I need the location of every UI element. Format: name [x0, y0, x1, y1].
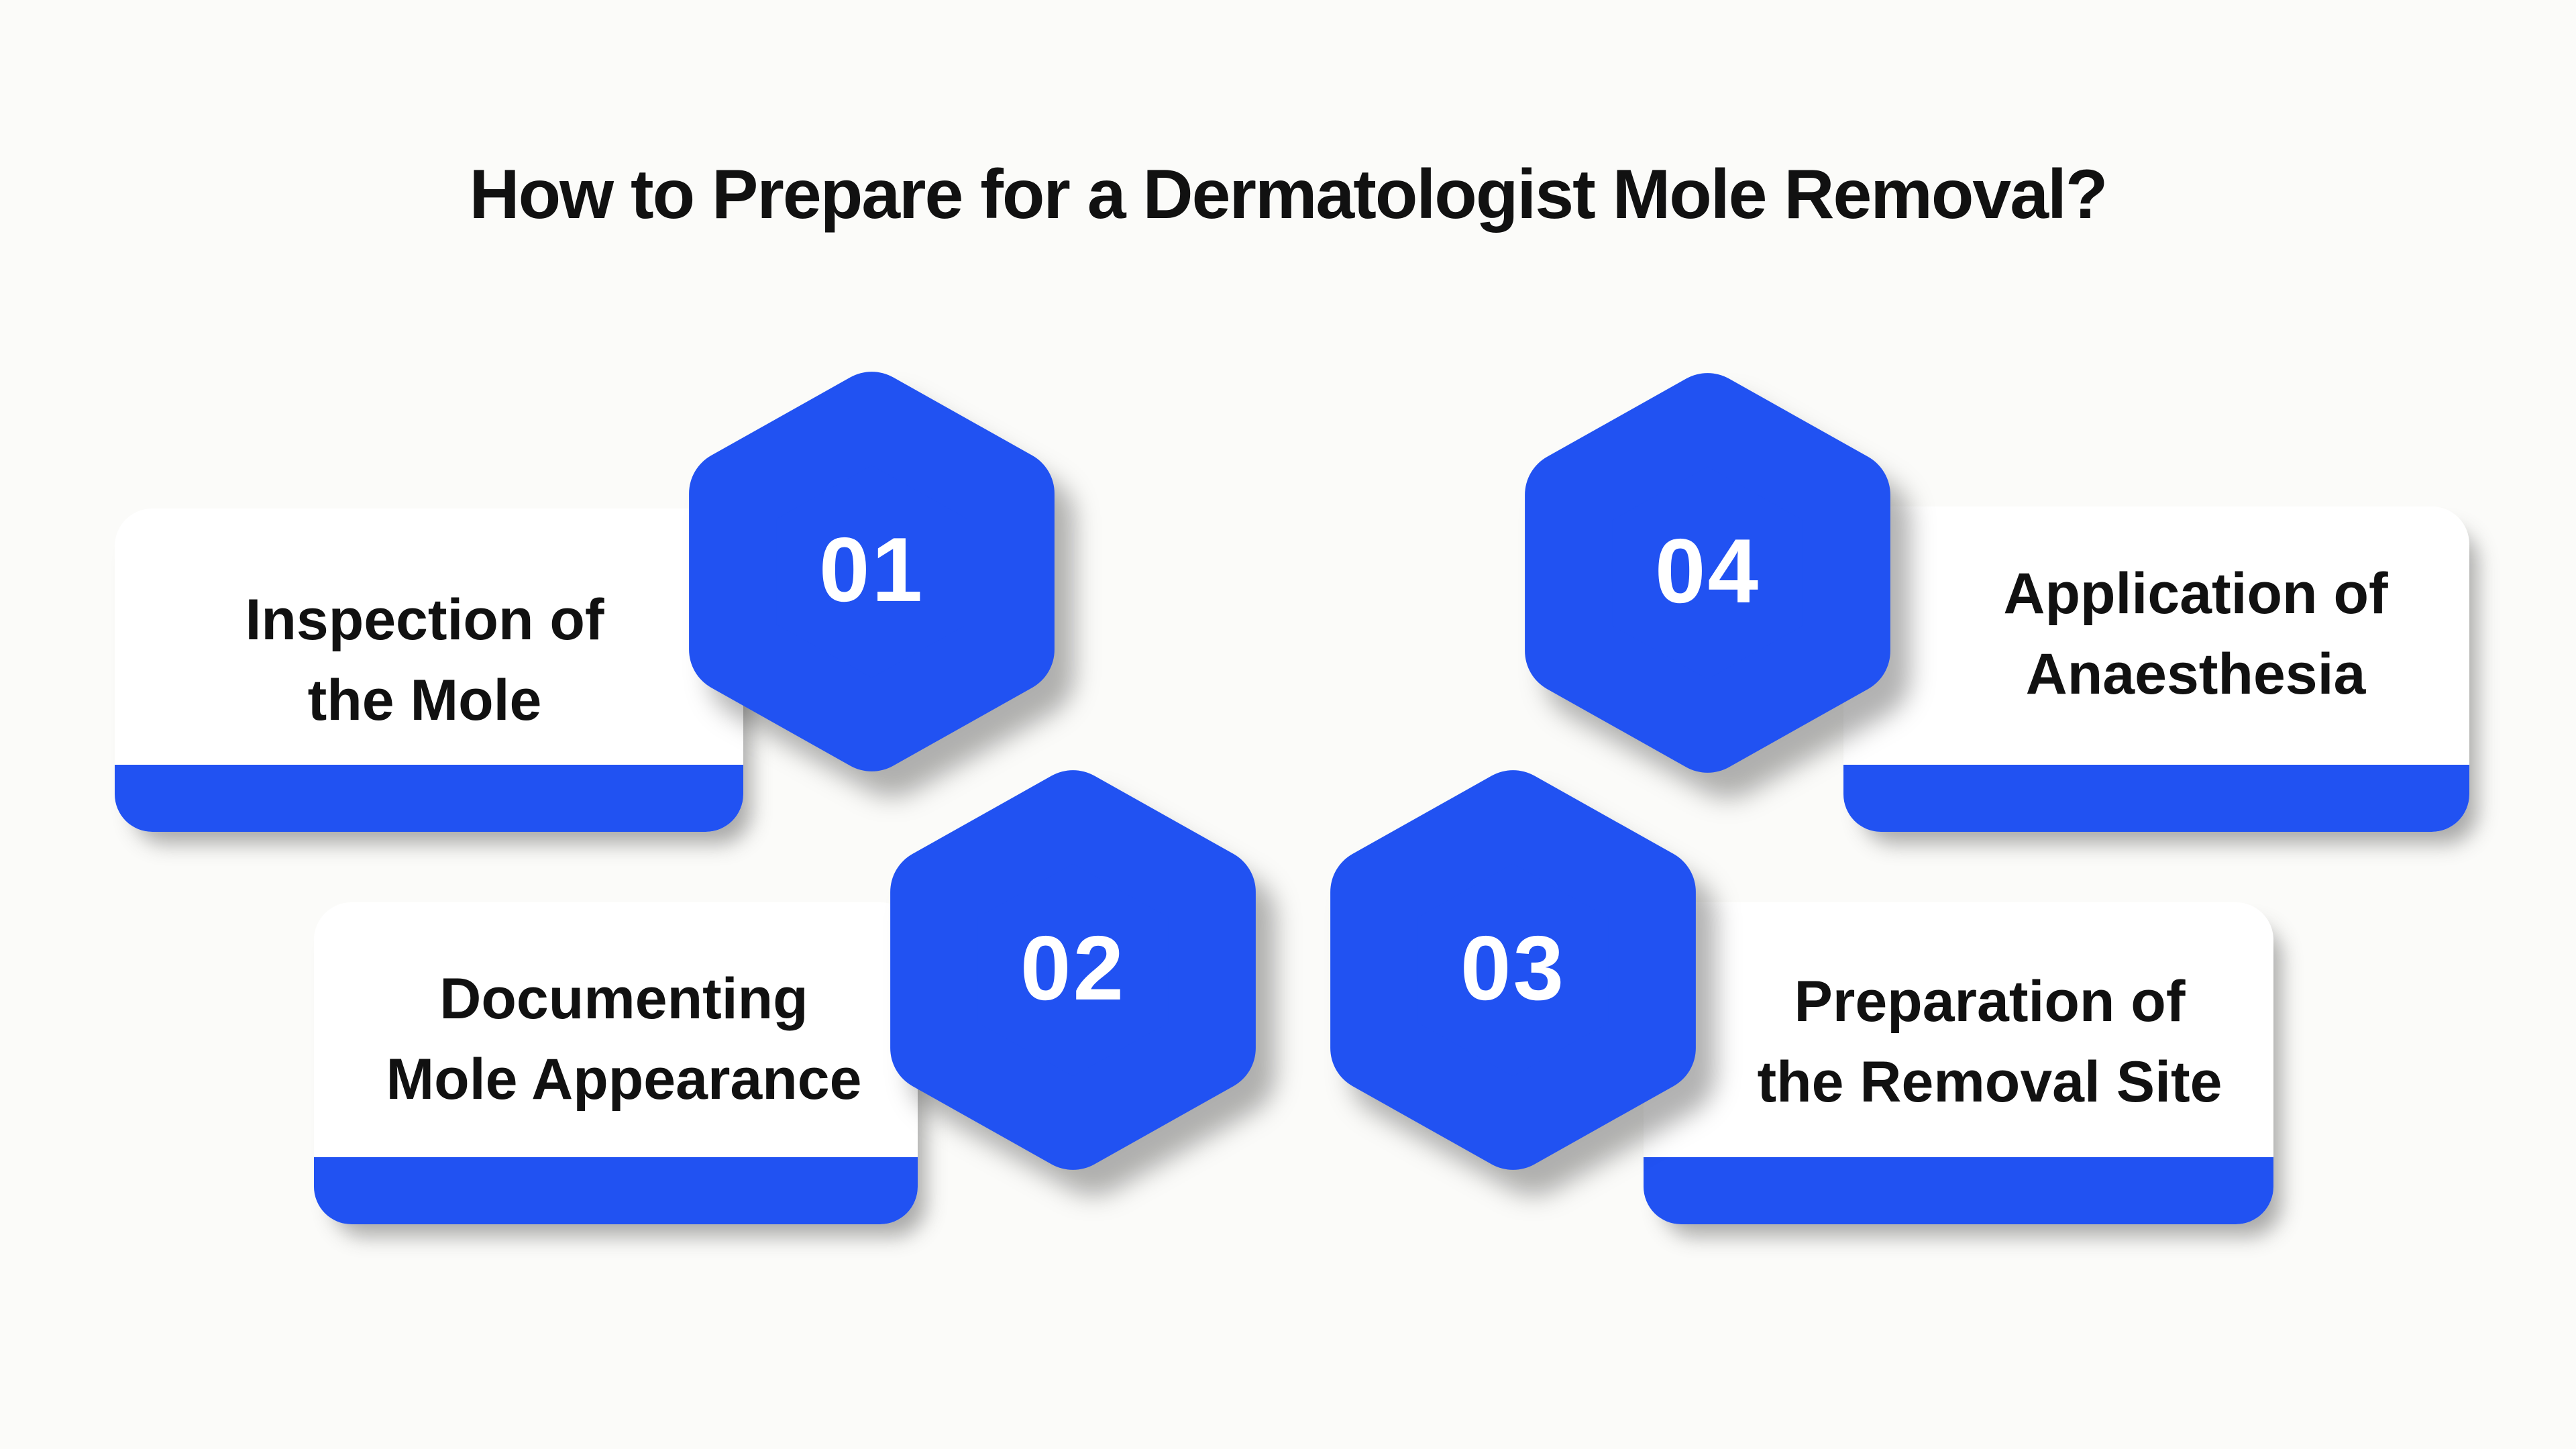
step-card-1 [115, 508, 743, 832]
hexagon-shape-icon [890, 770, 1256, 1170]
step-label-1: Inspection of the Mole [129, 580, 720, 741]
step-number-3: 03 [1460, 916, 1566, 1019]
step-hexagon-4: 04 [1525, 368, 1890, 778]
step-hexagon-2: 02 [890, 765, 1256, 1175]
step-number-1: 01 [818, 518, 925, 621]
step-label-1-line-1: Inspection of [245, 588, 604, 652]
step-hexagon-1: 01 [689, 366, 1055, 777]
step-label-3: Preparation of the Removal Site [1713, 961, 2267, 1122]
step-label-3-line-2: the Removal Site [1757, 1050, 2222, 1114]
step-card-2 [314, 902, 918, 1224]
step-label-2-line-1: Documenting [439, 967, 808, 1031]
step-label-4-line-1: Application of [2003, 561, 2388, 626]
step-label-1-line-2: the Mole [307, 668, 542, 733]
hexagon-shape-icon [1525, 373, 1890, 773]
page-title: How to Prepare for a Dermatologist Mole … [469, 156, 2108, 233]
step-number-4: 04 [1654, 519, 1761, 622]
step-accent-bar-3 [1644, 1157, 2273, 1224]
step-hexagon-3: 03 [1330, 765, 1696, 1175]
step-card-3 [1644, 902, 2273, 1224]
step-label-4-line-2: Anaesthesia [2025, 642, 2366, 706]
step-label-2-line-2: Mole Appearance [386, 1047, 862, 1112]
hexagon-shape-icon [689, 372, 1055, 771]
step-label-3-line-1: Preparation of [1794, 969, 2186, 1034]
step-accent-bar-4 [1843, 765, 2469, 832]
step-label-2: Documenting Mole Appearance [314, 959, 934, 1120]
step-accent-bar-1 [115, 765, 743, 832]
step-number-2: 02 [1020, 916, 1126, 1019]
hexagon-shape-icon [1330, 770, 1696, 1170]
step-card-4 [1843, 506, 2469, 832]
step-label-4: Application of Anaesthesia [1919, 553, 2473, 714]
step-accent-bar-2 [314, 1157, 918, 1224]
